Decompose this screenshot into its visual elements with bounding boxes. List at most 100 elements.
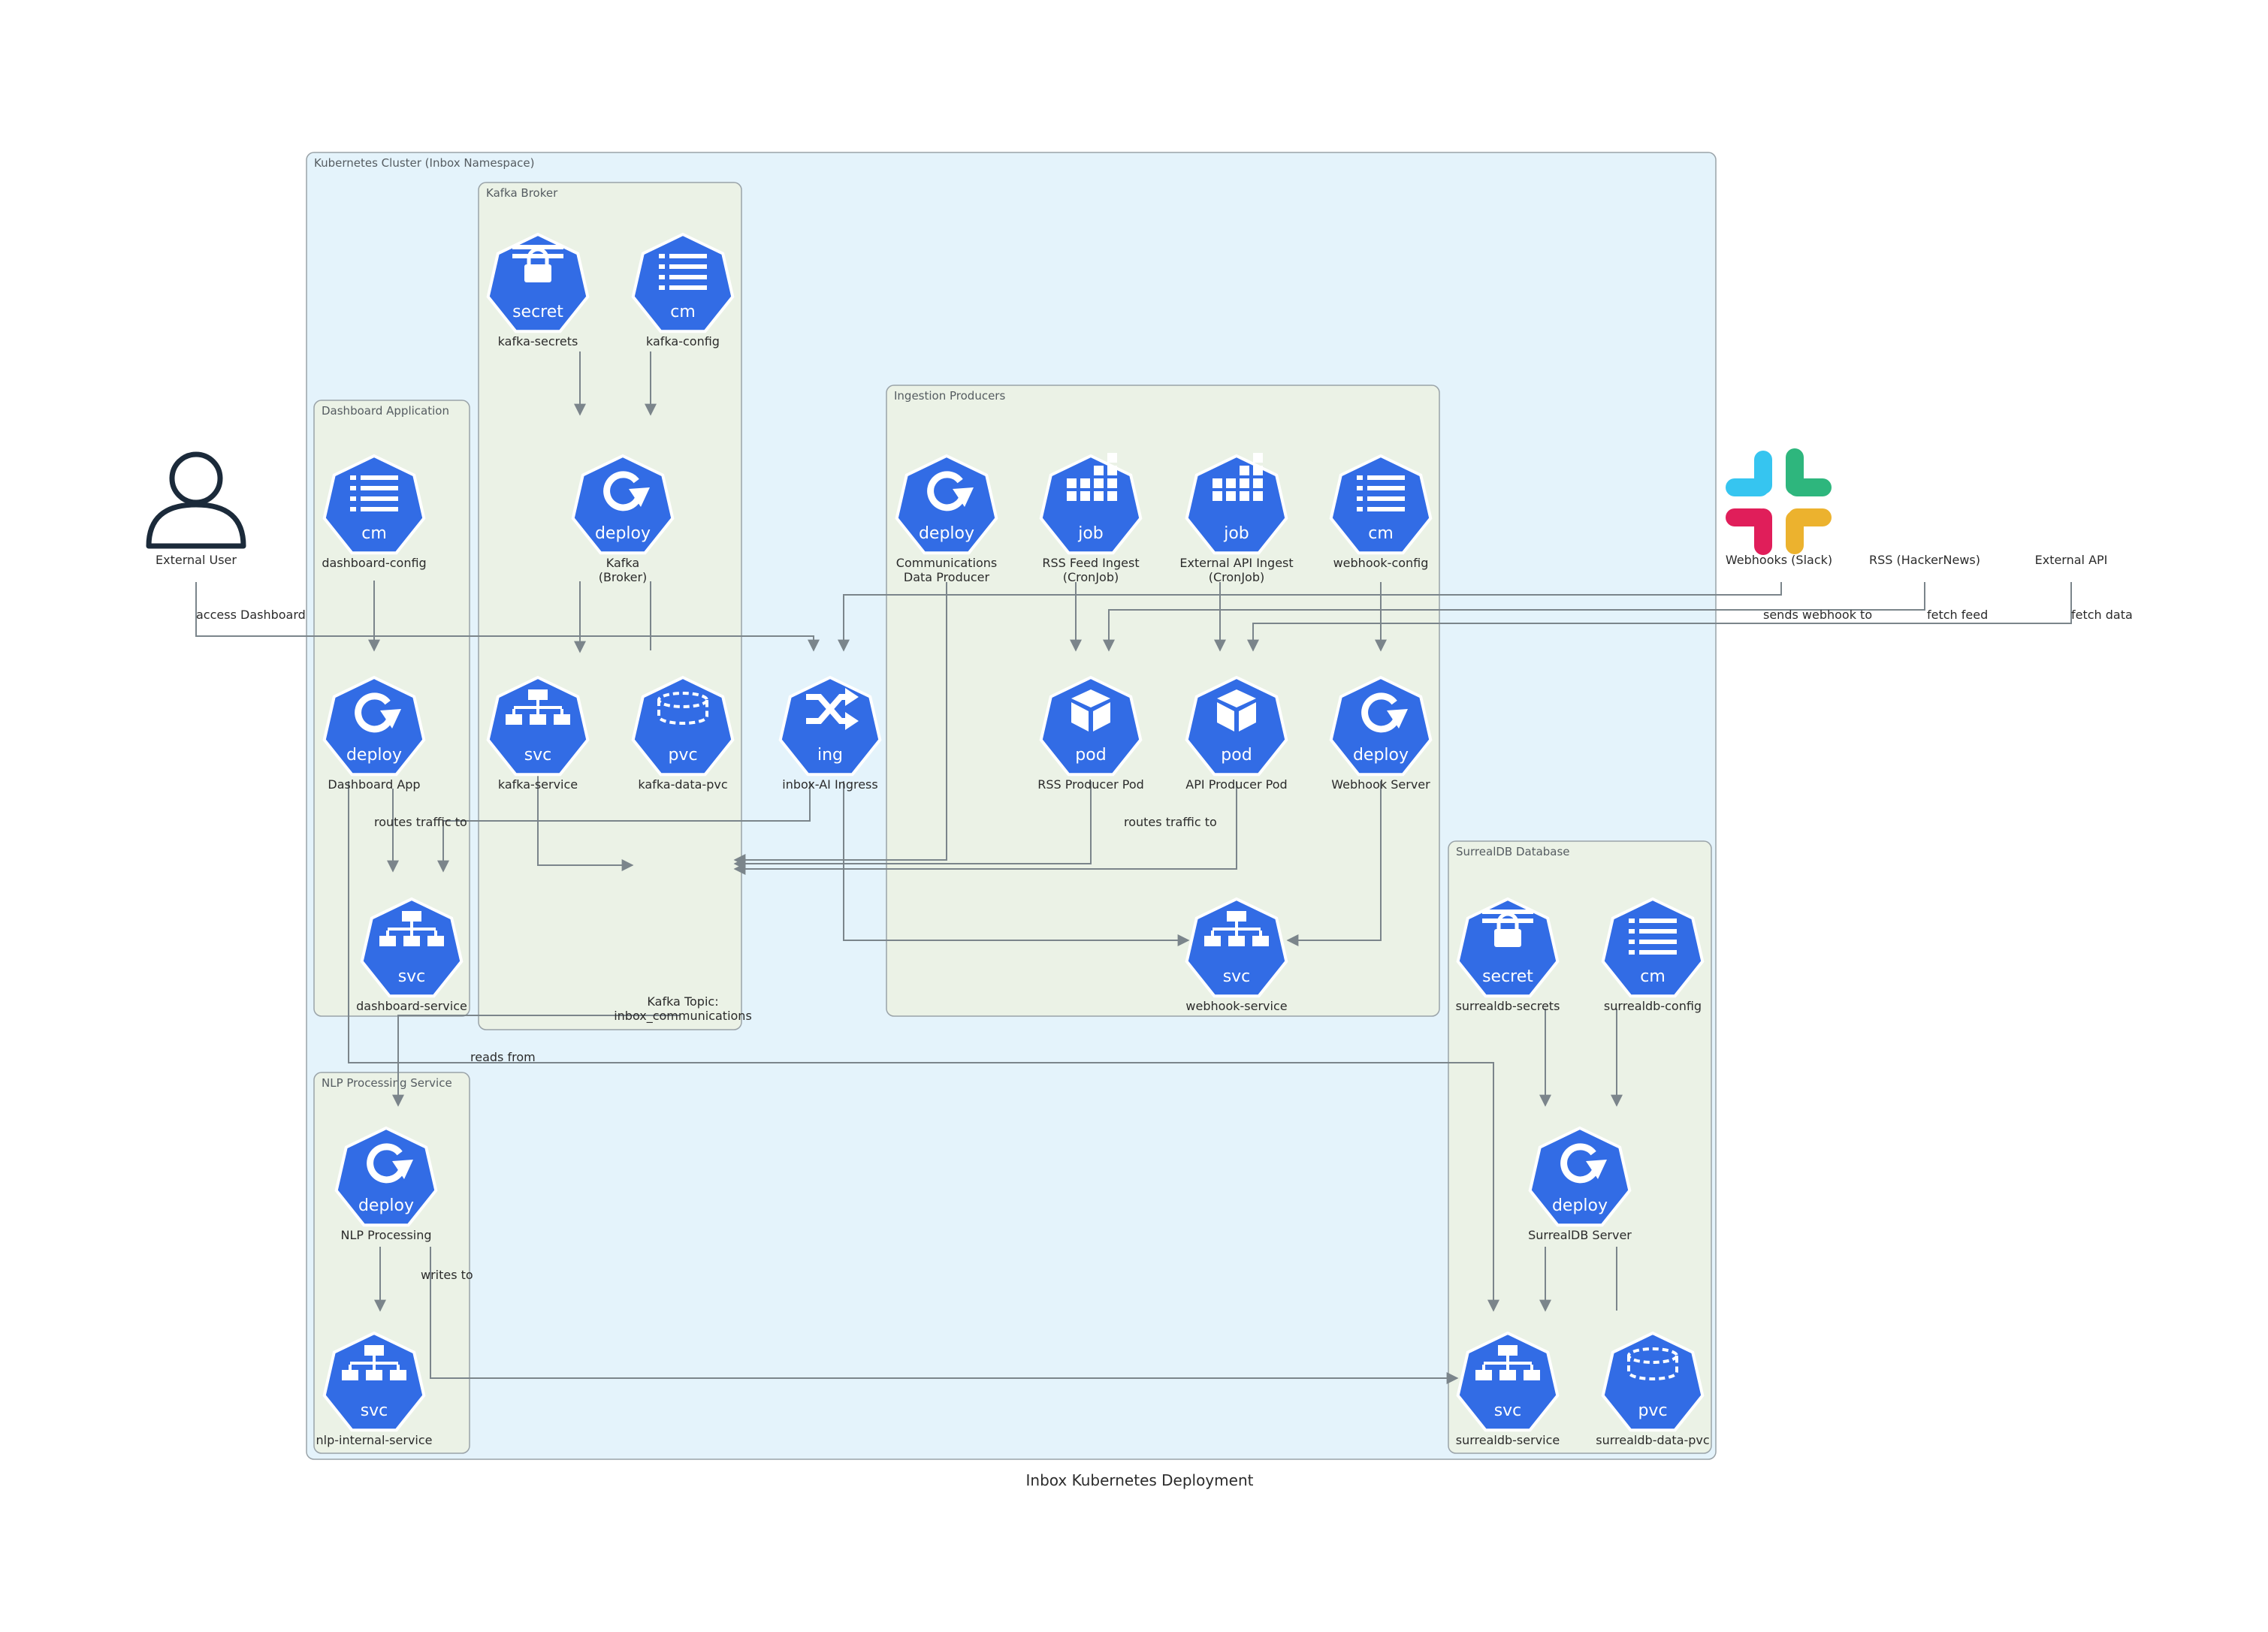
node-label: RSS Producer Pod — [1037, 777, 1144, 792]
resource-kind-label: deploy — [595, 524, 651, 543]
rotate-arrow-icon — [1361, 692, 1408, 733]
node-external-api[interactable]: External API — [2035, 553, 2108, 567]
node-label: (Broker) — [599, 570, 648, 584]
node-label: surrealdb-secrets — [1456, 999, 1560, 1013]
cluster-surrealdb-label: SurrealDB Database — [1456, 845, 1570, 858]
k8s-hexagon-shape — [322, 454, 426, 555]
k8s-hexagon-shape — [1185, 897, 1288, 998]
node-kafka-topic[interactable]: Kafka Topic: inbox_communications — [614, 994, 752, 1024]
resource-kind-label: job — [1077, 524, 1104, 543]
node-label: Communications — [896, 556, 997, 570]
network-tree-icon — [506, 689, 570, 725]
k8s-nodes: secretkafka-secretscmkafka-configdeployK… — [316, 232, 1710, 1447]
node-label: API Producer Pod — [1185, 777, 1287, 792]
cluster-kafka-label: Kafka Broker — [486, 186, 558, 200]
config-list-icon — [659, 254, 707, 290]
webhooks-slack-label: Webhooks (Slack) — [1726, 553, 1832, 567]
shuffle-arrows-icon — [806, 688, 859, 730]
node-rss-hackernews[interactable]: RSS (HackerNews) — [1869, 553, 1980, 567]
node-surreal-config[interactable]: cm surrealdb-config — [1601, 897, 1705, 1013]
node-label: kafka-service — [498, 777, 578, 792]
edge-label-sends-webhook: sends webhook to — [1763, 608, 1872, 622]
k8s-hexagon-shape — [778, 675, 882, 777]
cube-icon — [1071, 689, 1110, 732]
resource-kind-label: pod — [1075, 746, 1106, 765]
node-label: kafka-secrets — [498, 334, 578, 348]
edge-topic-to-nlp — [392, 1015, 680, 1107]
rotate-arrow-icon — [367, 1143, 413, 1184]
resource-kind-label: deploy — [919, 524, 974, 543]
job-grid-icon — [1213, 453, 1263, 501]
rotate-arrow-icon — [355, 692, 401, 733]
resource-kind-label: cm — [1368, 524, 1394, 543]
job-grid-icon — [1067, 453, 1117, 501]
k8s-hexagon-shape — [1456, 897, 1560, 998]
node-label: kafka-config — [646, 334, 720, 348]
edge-kafka-service-to-topic — [537, 776, 634, 871]
node-label: External API Ingest — [1179, 556, 1293, 570]
cluster-ingestion: Ingestion Producers — [886, 385, 1440, 1017]
resource-kind-label: cm — [1640, 967, 1666, 986]
cluster-dashboard-label: Dashboard Application — [322, 404, 449, 418]
lock-icon — [512, 245, 563, 282]
rotate-arrow-icon — [603, 471, 650, 511]
resource-kind-label: job — [1223, 524, 1249, 543]
cluster-ingestion-label: Ingestion Producers — [894, 389, 1005, 403]
node-external-user[interactable]: External User — [146, 451, 246, 567]
node-label: Webhook Server — [1331, 777, 1430, 792]
resource-kind-label: cm — [361, 524, 387, 543]
resource-kind-label: deploy — [1552, 1196, 1608, 1215]
k8s-hexagon-shape — [1185, 675, 1288, 777]
node-label: surrealdb-config — [1604, 999, 1702, 1013]
node-label: Dashboard App — [328, 777, 420, 792]
node-label: surrealdb-service — [1456, 1433, 1560, 1447]
config-list-icon — [1629, 919, 1677, 955]
resource-kind-label: svc — [361, 1401, 388, 1420]
edge-rss-pod-to-topic — [733, 781, 1092, 870]
k8s-hexagon-shape — [322, 1331, 426, 1432]
node-webhooks-slack[interactable]: Webhooks (Slack) — [1726, 448, 1832, 567]
node-label: webhook-service — [1185, 999, 1287, 1013]
cluster-kafka: Kafka Broker — [478, 182, 742, 1030]
node-webhook-config[interactable]: cm webhook-config — [1329, 454, 1433, 570]
edge-label-fetch-data: fetch data — [2071, 608, 2133, 622]
edge-webhook-server-to-service — [1286, 781, 1382, 946]
node-label: SurrealDB Server — [1528, 1228, 1632, 1242]
edge-nlp-to-surreal-service — [430, 1247, 1459, 1384]
node-surreal-secrets[interactable]: secret surrealdb-secrets — [1456, 897, 1560, 1013]
edge-label-fetch-feed: fetch feed — [1927, 608, 1988, 622]
kafka-topic-label-line2: inbox_communications — [614, 1009, 752, 1024]
edge-labels: access Dashboard sends webhook to fetch … — [196, 608, 2133, 1282]
k8s-hexagon-shape — [486, 232, 590, 333]
edge-slack-to-ingress — [838, 582, 1782, 652]
resource-kind-label: pvc — [1638, 1401, 1667, 1420]
k8s-hexagon-shape — [1456, 1331, 1560, 1432]
node-label: webhook-config — [1333, 556, 1429, 570]
node-label: inbox-AI Ingress — [782, 777, 877, 792]
network-tree-icon — [342, 1345, 406, 1380]
resource-kind-label: secret — [1482, 967, 1533, 986]
k8s-hexagon-shape — [631, 232, 735, 333]
rotate-arrow-icon — [927, 471, 974, 511]
